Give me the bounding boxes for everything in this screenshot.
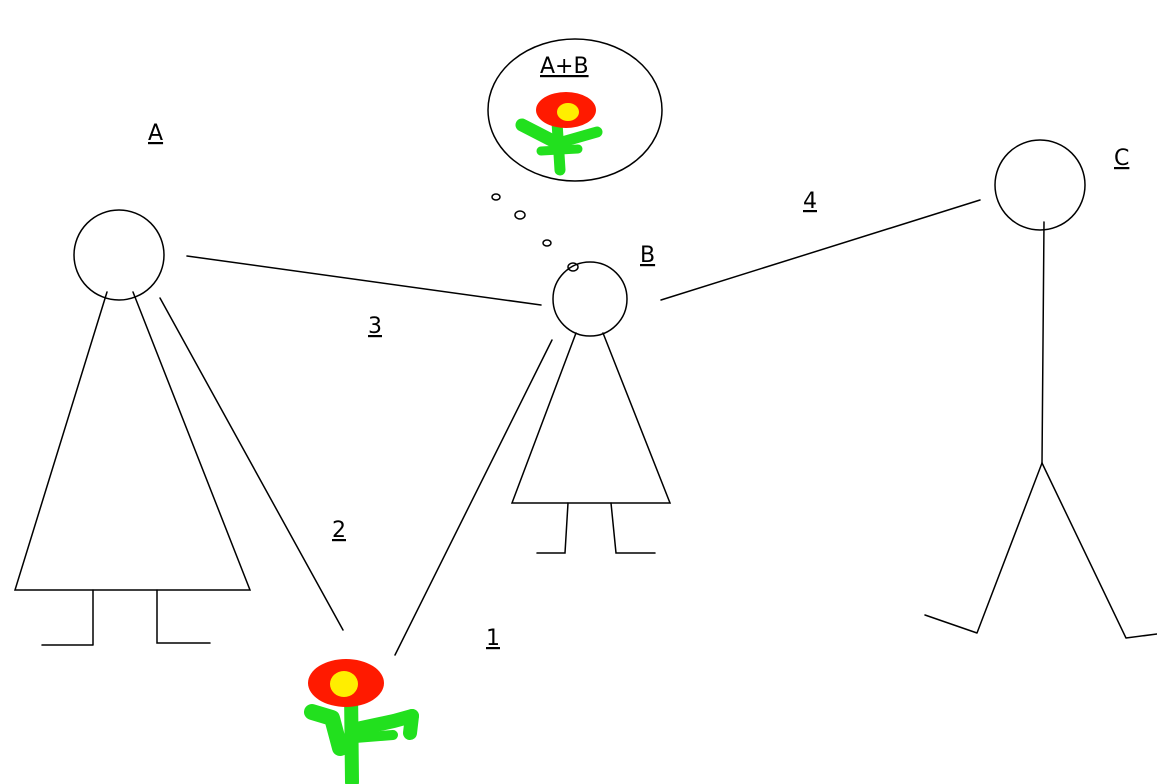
thought-bubble: [487, 38, 663, 272]
relation-line-4: [660, 199, 981, 301]
person-a-figure: [13, 209, 252, 646]
relation-line-1: [394, 339, 553, 656]
label-a: A: [148, 121, 163, 146]
label-relation-2: 2: [332, 518, 346, 543]
thought-flower-icon: [515, 92, 603, 176]
person-b-figure: [510, 261, 672, 554]
relation-line-2: [159, 297, 344, 631]
label-b: B: [640, 243, 655, 268]
label-relation-3: 3: [368, 314, 382, 339]
ground-flower-icon: [304, 659, 419, 784]
thought-label: A+B: [540, 54, 589, 79]
person-c-figure: [924, 139, 1157, 639]
label-relation-4: 4: [803, 189, 817, 214]
relation-line-3: [186, 255, 542, 306]
label-c: C: [1114, 146, 1129, 171]
label-relation-1: 1: [486, 626, 500, 651]
